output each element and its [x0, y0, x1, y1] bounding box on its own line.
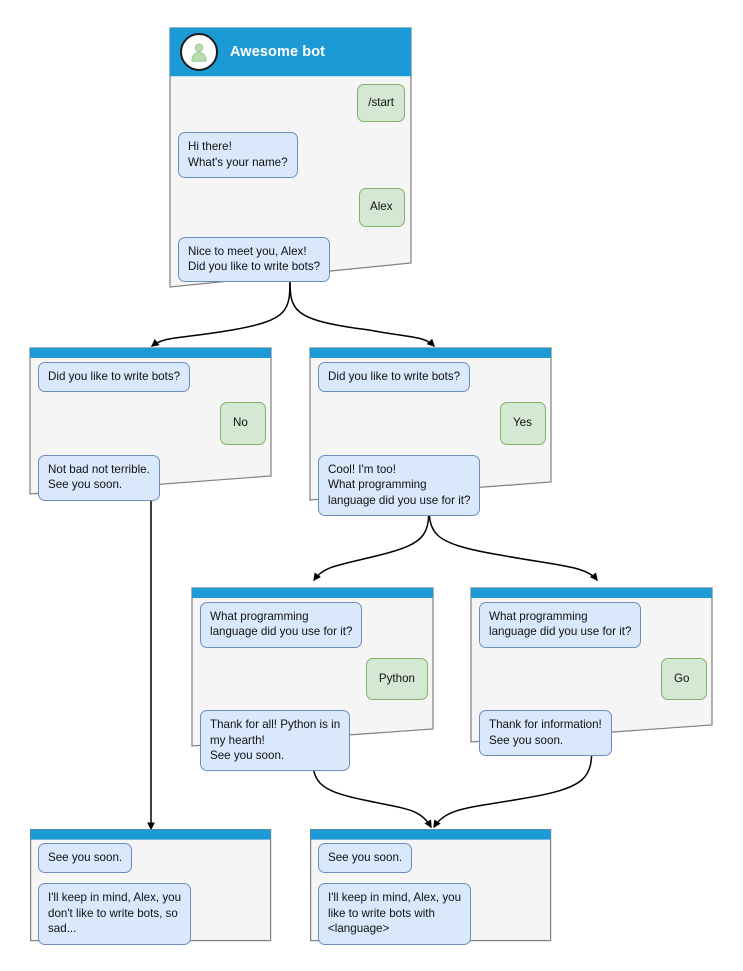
- bot-message-bubble: What programming language did you use fo…: [479, 602, 642, 648]
- bot-message-bubble: Did you like to write bots?: [38, 362, 191, 393]
- bot-message-bubble: Thank for all! Python is in my hearth! S…: [200, 710, 351, 772]
- user-message-bubble[interactable]: /start: [357, 84, 405, 123]
- start-card-messages: /start Hi there! What's your name? Alex …: [170, 84, 413, 292]
- message-row: Hi there! What's your name?: [170, 132, 413, 179]
- bot-message-bubble: See you soon.: [38, 843, 133, 874]
- message-row: What programming language did you use fo…: [471, 602, 715, 648]
- bot-message-bubble: Thank for information! See you soon.: [479, 710, 612, 757]
- message-row: What programming language did you use fo…: [192, 602, 436, 648]
- no-branch-card[interactable]: Did you like to write bots? No Not bad n…: [29, 347, 274, 501]
- bot-message-bubble: Nice to meet you, Alex! Did you like to …: [178, 236, 331, 283]
- go-branch-card[interactable]: What programming language did you use fo…: [470, 587, 715, 757]
- message-row: No: [30, 402, 274, 445]
- end-sad-card[interactable]: See you soon. I'll keep in mind, Alex, y…: [30, 829, 272, 945]
- bot-title: Awesome bot: [230, 44, 326, 60]
- go-branch-messages: What programming language did you use fo…: [471, 602, 715, 766]
- start-card-header: Awesome bot: [170, 28, 413, 76]
- message-row: Nice to meet you, Alex! Did you like to …: [170, 236, 413, 283]
- bot-message-bubble: Not bad not terrible. See you soon.: [38, 454, 160, 501]
- message-row: Did you like to write bots?: [310, 362, 554, 393]
- no-branch-messages: Did you like to write bots? No Not bad n…: [30, 362, 274, 511]
- person-glyph: [191, 43, 207, 62]
- message-row: See you soon.: [30, 843, 272, 874]
- user-avatar-icon: [180, 33, 218, 71]
- user-message-bubble[interactable]: Python: [365, 657, 428, 701]
- bot-message-bubble: What programming language did you use fo…: [200, 602, 363, 648]
- end-sad-messages: See you soon. I'll keep in mind, Alex, y…: [30, 843, 272, 955]
- user-message-bubble[interactable]: Yes: [500, 402, 546, 445]
- user-message-bubble[interactable]: Alex: [359, 188, 405, 227]
- message-row: Go: [471, 657, 715, 701]
- end-happy-messages: See you soon. I'll keep in mind, Alex, y…: [310, 843, 552, 955]
- start-card[interactable]: Awesome bot /start Hi there! What's your…: [169, 27, 413, 292]
- user-message-bubble[interactable]: Go: [661, 657, 707, 701]
- message-row: Yes: [310, 402, 554, 445]
- bot-message-bubble: Did you like to write bots?: [318, 362, 471, 393]
- end-happy-card[interactable]: See you soon. I'll keep in mind, Alex, y…: [310, 829, 552, 945]
- message-row: Alex: [170, 188, 413, 227]
- message-row: /start: [170, 84, 413, 123]
- message-row: Not bad not terrible. See you soon.: [30, 454, 274, 501]
- bot-message-bubble: I'll keep in mind, Alex, you like to wri…: [318, 883, 472, 945]
- yes-branch-messages: Did you like to write bots? Yes Cool! I'…: [310, 362, 554, 526]
- message-row: Thank for information! See you soon.: [471, 710, 715, 757]
- python-branch-messages: What programming language did you use fo…: [192, 602, 436, 781]
- user-message-bubble[interactable]: No: [220, 402, 266, 445]
- bot-message-bubble: Cool! I'm too! What programming language…: [318, 454, 481, 517]
- bot-message-bubble: See you soon.: [318, 843, 413, 874]
- message-row: Python: [192, 657, 436, 701]
- message-row: Did you like to write bots?: [30, 362, 274, 393]
- message-row: Thank for all! Python is in my hearth! S…: [192, 710, 436, 772]
- message-row: See you soon.: [310, 843, 552, 874]
- message-row: Cool! I'm too! What programming language…: [310, 454, 554, 517]
- yes-branch-card[interactable]: Did you like to write bots? Yes Cool! I'…: [309, 347, 554, 517]
- bot-message-bubble: Hi there! What's your name?: [178, 132, 298, 179]
- bot-message-bubble: I'll keep in mind, Alex, you don't like …: [38, 883, 192, 945]
- message-row: I'll keep in mind, Alex, you don't like …: [30, 883, 272, 945]
- python-branch-card[interactable]: What programming language did you use fo…: [191, 587, 436, 772]
- message-row: I'll keep in mind, Alex, you like to wri…: [310, 883, 552, 945]
